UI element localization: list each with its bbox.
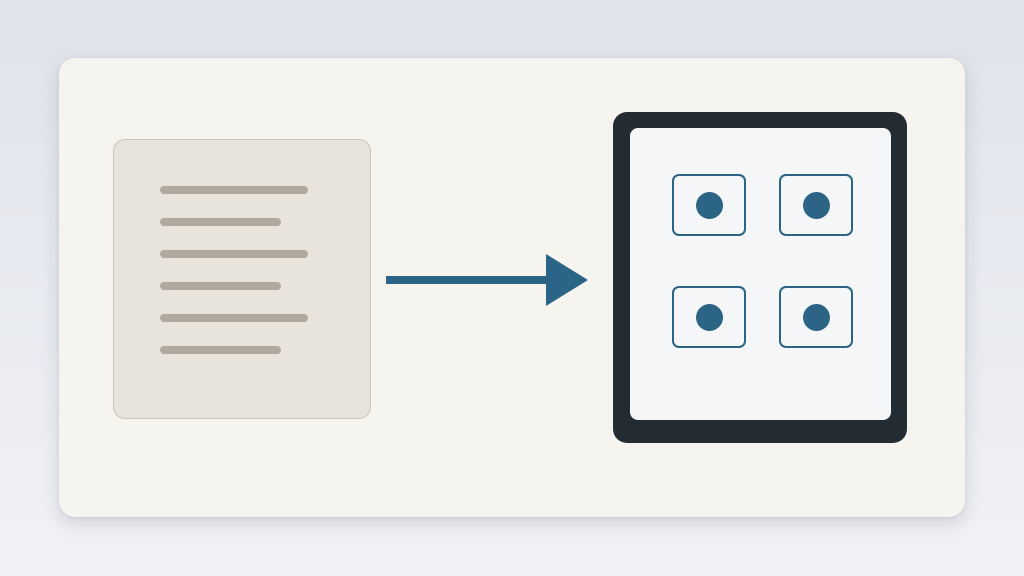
app-tile <box>779 286 853 348</box>
dot-icon <box>802 303 830 331</box>
app-tile <box>779 174 853 236</box>
dot-icon <box>695 191 723 219</box>
document-line <box>160 186 308 194</box>
document-line <box>160 250 308 258</box>
app-tile <box>672 174 746 236</box>
arrow-shaft <box>386 276 552 284</box>
arrow-head <box>546 254 588 306</box>
document-line <box>160 282 281 290</box>
document-line <box>160 346 281 354</box>
text-document-icon <box>113 139 371 419</box>
dot-icon <box>695 303 723 331</box>
document-line <box>160 314 308 322</box>
app-tile <box>672 286 746 348</box>
document-line <box>160 218 281 226</box>
tablet-screen <box>630 128 891 420</box>
arrow-right-icon <box>386 254 588 306</box>
dot-icon <box>802 191 830 219</box>
